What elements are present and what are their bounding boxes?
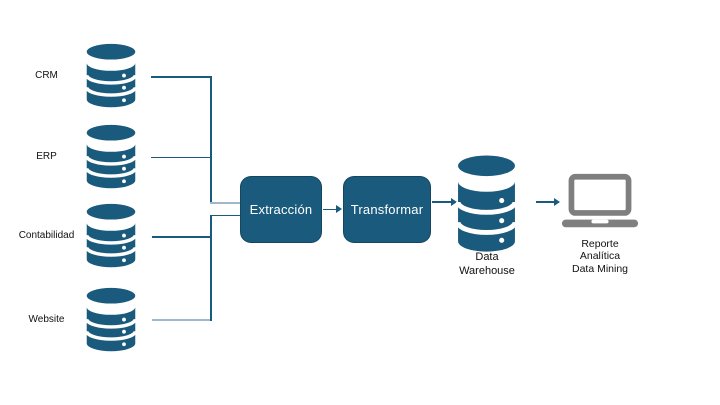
connector-elbow-lower xyxy=(210,214,241,216)
transform-box: Transformar xyxy=(343,176,431,243)
connector-crm xyxy=(151,76,211,78)
arrow-shaft xyxy=(536,201,555,203)
report-label-line2: Analítica xyxy=(579,250,621,263)
warehouse-label: Data Warehouse xyxy=(445,251,529,278)
connector-erp xyxy=(151,156,211,158)
database-icon-crm xyxy=(85,42,137,110)
arrow-head-icon xyxy=(554,197,560,206)
database-icon-website xyxy=(85,286,137,354)
arrow-extraction-to-transform xyxy=(322,205,342,215)
extraction-label: Extracción xyxy=(249,202,313,217)
report-label-line1: Reporte xyxy=(581,238,619,250)
arrow-shaft xyxy=(431,201,452,203)
connector-elbow-upper xyxy=(210,201,241,204)
arrow-head-icon xyxy=(450,197,457,206)
arrow-warehouse-to-report xyxy=(536,197,560,207)
warehouse-label-line2: Warehouse xyxy=(459,264,515,277)
report-label-line3: Data Mining xyxy=(571,262,629,275)
connector-website xyxy=(152,319,211,321)
arrow-shaft xyxy=(322,208,337,211)
source-label-erp: ERP xyxy=(36,151,57,162)
extraction-box: Extracción xyxy=(240,176,322,243)
transform-label: Transformar xyxy=(350,202,424,217)
connector-vertical-upper xyxy=(210,76,212,203)
report-label: Reporte Analítica Data Mining xyxy=(551,238,649,275)
database-icon-warehouse xyxy=(456,154,517,256)
warehouse-label-line1: Data xyxy=(475,251,499,263)
database-icon-erp xyxy=(85,123,137,191)
connector-contabilidad xyxy=(152,236,211,238)
arrow-head-icon xyxy=(336,205,342,214)
source-label-website: Website xyxy=(28,314,65,325)
connector-vertical-lower xyxy=(210,214,212,321)
source-label-crm: CRM xyxy=(35,70,58,81)
database-icon-contabilidad xyxy=(85,202,137,270)
source-label-contabilidad: Contabilidad xyxy=(18,230,75,241)
laptop-icon xyxy=(560,172,640,231)
arrow-transform-to-warehouse xyxy=(431,197,457,207)
